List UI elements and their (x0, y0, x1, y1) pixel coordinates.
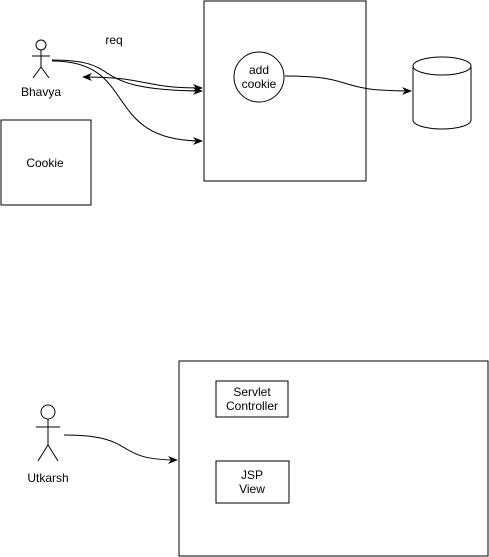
add-cookie-line1: add (249, 63, 269, 77)
servlet-controller-box[interactable] (215, 380, 289, 418)
cookie-box-label: Cookie (26, 156, 64, 170)
cookie-box[interactable] (0, 119, 92, 206)
actor-head (40, 404, 56, 420)
add-cookie-line2: cookie (242, 77, 277, 91)
actor-bhavya[interactable] (32, 39, 50, 79)
servlet-controller-line2: Controller (226, 399, 278, 413)
actor-left-leg (32, 66, 42, 79)
connector-actor-to-server-lower (51, 60, 203, 145)
jsp-view-line1: JSP (241, 468, 263, 482)
actor-head (35, 39, 47, 51)
actor-left-leg (37, 444, 49, 462)
connector-req-to-server (51, 59, 203, 95)
actor-bhavya-label: Bhavya (21, 85, 61, 99)
database-top (412, 56, 472, 76)
actor-right-leg (47, 444, 59, 462)
actor-utkarsh-label: Utkarsh (27, 471, 68, 485)
connector-utkarsh-to-server (63, 434, 178, 464)
jsp-view-line2: View (239, 482, 265, 496)
actor-utkarsh[interactable] (36, 404, 60, 462)
add-cookie-circle[interactable] (233, 51, 285, 103)
jsp-view-box[interactable] (215, 460, 290, 504)
req-arrow-label: req (105, 33, 122, 47)
connector-cookie-to-database (284, 75, 412, 95)
database-cylinder[interactable] (412, 56, 472, 130)
server-container-top[interactable] (203, 0, 367, 182)
servlet-controller-line1: Servlet (233, 385, 271, 399)
database-body (412, 66, 472, 130)
actor-right-leg (40, 66, 50, 79)
